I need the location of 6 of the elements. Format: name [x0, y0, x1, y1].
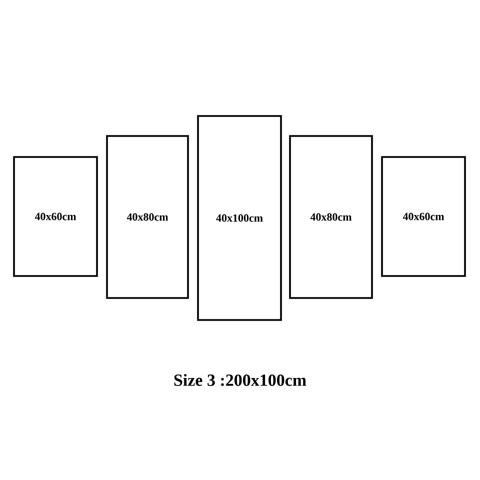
panel-box: 40x60cm: [381, 156, 466, 277]
panel-box: 40x80cm: [289, 135, 373, 299]
panel-box: 40x60cm: [13, 156, 98, 277]
panel-box: 40x100cm: [197, 115, 282, 321]
panel-box: 40x80cm: [106, 135, 189, 299]
caption: Size 3 :200x100cm: [174, 374, 306, 386]
